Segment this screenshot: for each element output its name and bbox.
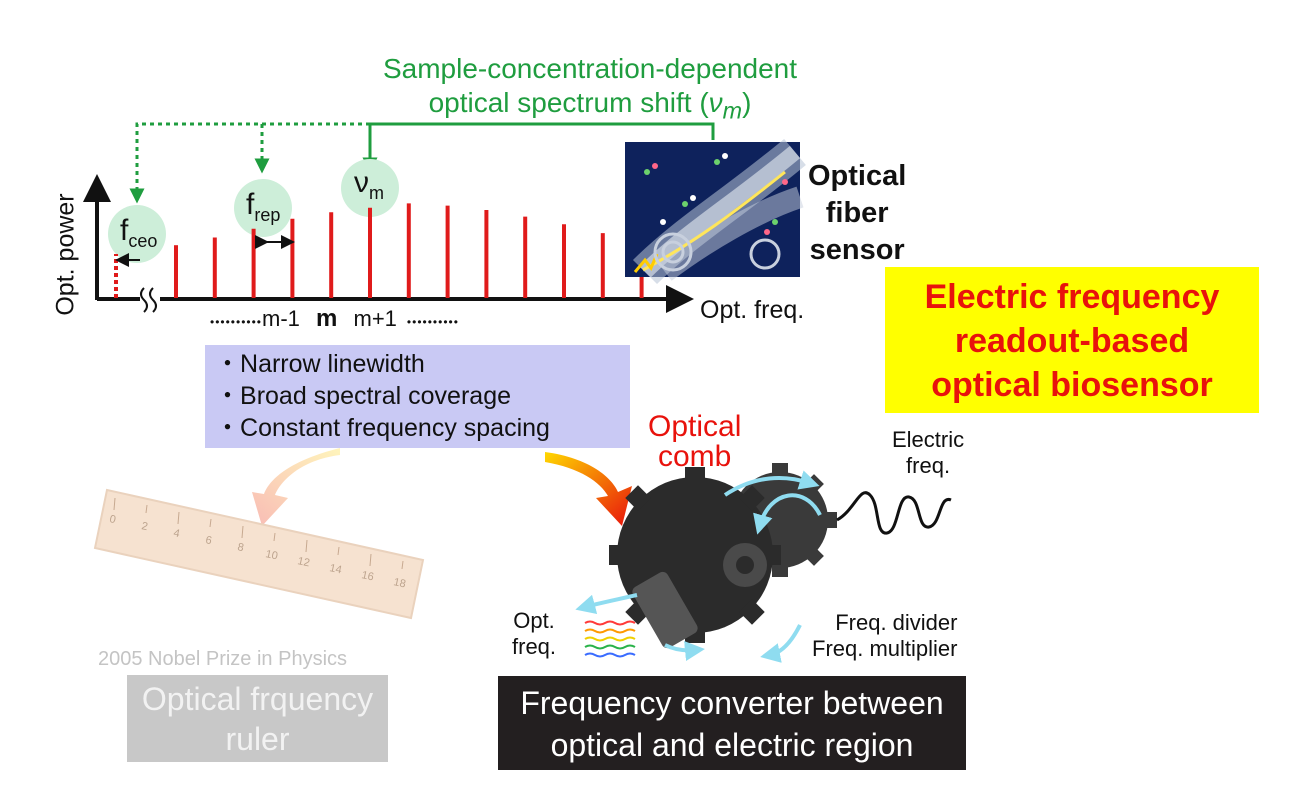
num-sub: m bbox=[369, 183, 384, 203]
feature-item: Broad spectral coverage bbox=[215, 380, 620, 412]
svg-text:16: 16 bbox=[360, 569, 374, 583]
caption-line-2-prefix: optical spectrum shift ( bbox=[428, 87, 709, 118]
fceo-connector bbox=[129, 122, 370, 204]
svg-text:8: 8 bbox=[236, 541, 244, 554]
optical-comb-line2: comb bbox=[658, 440, 732, 473]
ruler-image: 0 2 4 6 8 10 12 14 16 18 bbox=[93, 488, 425, 620]
optical-lines-icon bbox=[584, 620, 636, 658]
fiber-label-line2: fiber bbox=[825, 197, 889, 229]
optical-comb-line1: Optical bbox=[648, 410, 742, 443]
electric-freq-label: Electric freq. bbox=[892, 427, 964, 479]
num-circle bbox=[341, 159, 399, 217]
ruler-box-line2: ruler bbox=[225, 721, 290, 757]
mode-dots-left: •••••••••• bbox=[210, 315, 263, 329]
electric-freq-line2: freq. bbox=[906, 453, 951, 478]
opt-freq-label: Opt. freq. bbox=[512, 608, 556, 660]
fceo-main: f bbox=[120, 214, 129, 247]
svg-text:0: 0 bbox=[108, 513, 116, 526]
nobel-caption: 2005 Nobel Prize in Physics bbox=[98, 648, 348, 670]
shift-connectors bbox=[129, 122, 715, 204]
converter-line2: optical and electric region bbox=[550, 727, 914, 763]
biosensor-title-line3: optical biosensor bbox=[931, 366, 1213, 404]
opt-freq-line2: freq. bbox=[512, 634, 557, 659]
frep-circle bbox=[234, 179, 292, 237]
feature-item: Constant frequency spacing bbox=[215, 412, 620, 444]
fceo-circle bbox=[108, 205, 166, 263]
mode-label-center: m bbox=[316, 305, 338, 332]
caption-line-1: Sample-concentration-dependent bbox=[382, 53, 798, 84]
svg-text:10: 10 bbox=[264, 548, 278, 562]
fiber-label: Optical fiber sensor bbox=[808, 158, 906, 269]
mode-label-left: m-1 bbox=[262, 306, 300, 331]
mode-label-right: m+1 bbox=[353, 306, 397, 331]
arrow-to-ruler-icon bbox=[252, 448, 340, 526]
feature-item: Narrow linewidth bbox=[215, 348, 620, 380]
converter-line1: Frequency converter between bbox=[520, 685, 944, 721]
caption-line-2: optical spectrum shift (νm) bbox=[0, 86, 1180, 128]
frep-label: frep bbox=[246, 188, 280, 226]
freq-divider-text: Freq. divider bbox=[835, 610, 958, 635]
fiber-label-line1: Optical bbox=[808, 160, 907, 192]
num-connector bbox=[362, 122, 715, 173]
electric-freq-line1: Electric bbox=[892, 427, 965, 452]
fiber-sensor-image bbox=[625, 138, 806, 285]
electric-wave-icon bbox=[836, 491, 952, 535]
opt-freq-line1: Opt. bbox=[513, 608, 555, 633]
svg-text:12: 12 bbox=[296, 555, 310, 569]
ruler-box-line1: Optical frquency bbox=[141, 681, 374, 717]
freq-multiplier-text: Freq. multiplier bbox=[812, 636, 958, 661]
converter-box: Frequency converter between optical and … bbox=[498, 676, 966, 770]
num-main: ν bbox=[354, 166, 369, 199]
svg-text:14: 14 bbox=[328, 562, 342, 576]
axis-break-icon bbox=[140, 287, 157, 313]
fceo-sub: ceo bbox=[128, 231, 158, 251]
comb-lines bbox=[174, 203, 644, 298]
svg-text:4: 4 bbox=[172, 527, 180, 540]
mode-dots-right: •••••••••• bbox=[406, 315, 459, 329]
caption-line-2-suffix: ) bbox=[742, 87, 752, 118]
biosensor-title-line2: readout-based bbox=[954, 322, 1190, 360]
caption-nu-symbol: ν bbox=[708, 87, 723, 118]
optical-comb-label: Optical comb bbox=[648, 412, 741, 472]
caption-nu-sub: m bbox=[722, 97, 743, 124]
arrow-to-converter-icon bbox=[545, 452, 632, 526]
divider-multiplier-label: Freq. divider Freq. multiplier bbox=[812, 610, 957, 662]
fceo-label: fceo bbox=[120, 214, 157, 252]
mode-index-labels: ••••••••••m-1 m m+1•••••••••• bbox=[210, 305, 459, 333]
gears-image bbox=[575, 463, 952, 663]
biosensor-title-box: Electric frequency readout-based optical… bbox=[885, 267, 1259, 413]
frep-sub: rep bbox=[254, 205, 281, 225]
svg-text:18: 18 bbox=[392, 576, 406, 590]
fiber-label-line3: sensor bbox=[809, 234, 905, 266]
comb-features-box: Narrow linewidth Broad spectral coverage… bbox=[205, 345, 630, 448]
svg-text:2: 2 bbox=[140, 520, 148, 533]
svg-text:6: 6 bbox=[204, 534, 212, 547]
num-label: νm bbox=[354, 166, 384, 204]
frep-main: f bbox=[246, 188, 255, 221]
large-gear-icon bbox=[609, 467, 781, 649]
biosensor-title-line1: Electric frequency bbox=[924, 278, 1220, 316]
x-axis-label: Opt. freq. bbox=[700, 296, 805, 324]
ruler-box: Optical frquency ruler bbox=[127, 675, 388, 762]
ruler-ticks: 0 2 4 6 8 10 12 14 16 18 bbox=[108, 513, 406, 590]
